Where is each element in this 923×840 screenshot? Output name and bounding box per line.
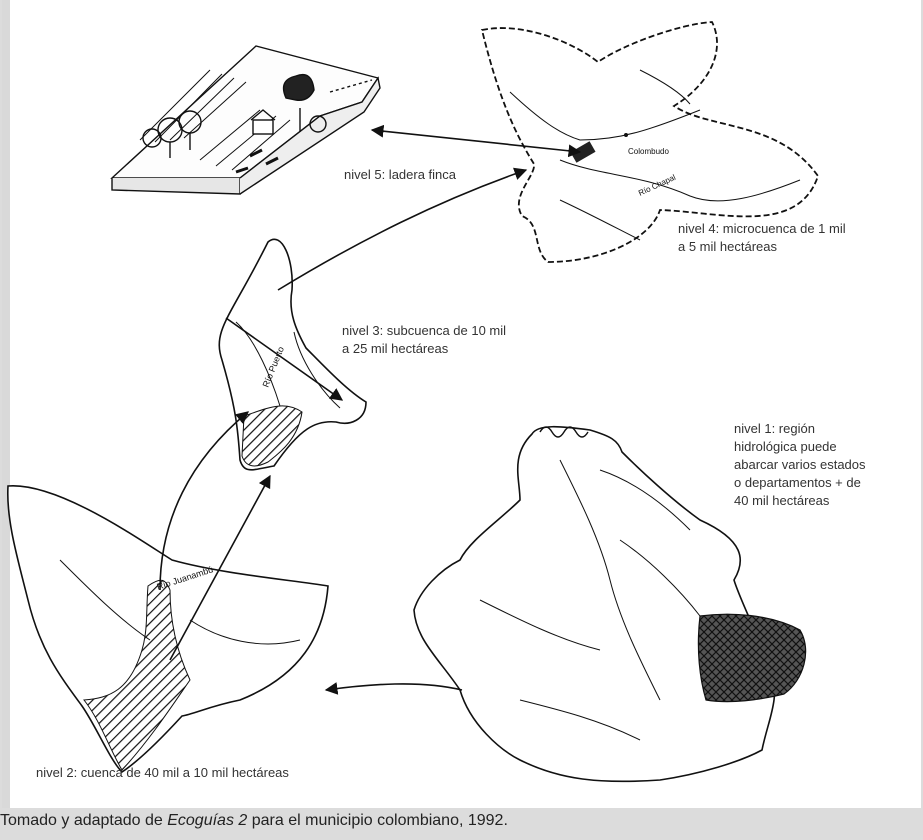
nivel-3-label-line-2: a 25 mil hectáreas [342,340,448,357]
nivel-2-label: nivel 2: cuenca de 40 mil a 10 mil hectá… [36,764,289,781]
nivel-1-label-line-2: hidrológica puede [734,438,837,455]
farm-block-illustration [112,46,380,194]
figure-caption: Tomado y adaptado de Ecoguías 2 para el … [0,812,508,830]
colombudo-label: Colombudo [628,147,669,156]
caption-suffix: para el municipio colombiano, 1992. [247,812,508,829]
nivel-5-label: nivel 5: ladera finca [344,166,456,183]
nivel-1-label-line-1: nivel 1: región [734,420,815,437]
nivel-4-label-line-1: nivel 4: microcuenca de 1 mil [678,220,846,237]
nivel-1-label-line-4: o departamentos + de [734,474,861,491]
caption-source-title: Ecoguías 2 [167,812,247,829]
nivel-4-label-line-2: a 5 mil hectáreas [678,238,777,255]
nivel-1-label-line-3: abarcar varios estados [734,456,866,473]
caption-prefix: Tomado y adaptado de [0,812,167,829]
nivel-3-label-line-1: nivel 3: subcuenca de 10 mil [342,322,506,339]
nivel-1-label-line-5: 40 mil hectáreas [734,492,829,509]
